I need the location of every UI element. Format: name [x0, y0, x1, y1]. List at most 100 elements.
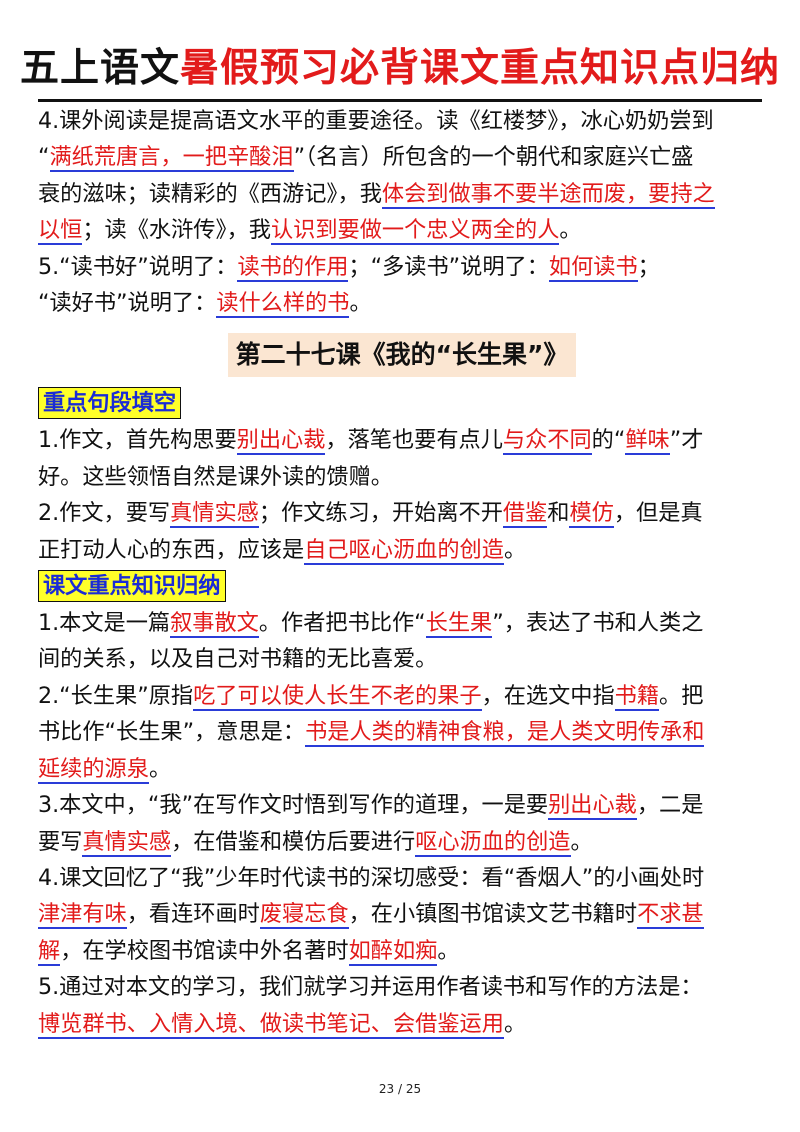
answer-highlight: 以恒: [38, 217, 83, 246]
section-tag: 课文重点知识归纳: [38, 570, 226, 603]
answer-highlight: 体会到做事不要半途而废，要持之: [381, 180, 715, 209]
text-line: 3.本文中，“我”在写作文时悟到写作的道理，一是要别出心裁，二是: [38, 787, 766, 823]
text-segment: 3.本文中，“我”在写作文时悟到写作的道理，一是要: [38, 792, 549, 819]
text-segment: ；“多读书”说明了：: [348, 253, 549, 280]
text-line: 津津有味，看连环画时废寝忘食，在小镇图书馆读文艺书籍时不求甚: [38, 896, 766, 932]
answer-highlight: 认识到要做一个忠义两全的人: [270, 217, 560, 246]
answer-highlight: 书是人类的精神食粮，是人类文明传承和: [305, 719, 705, 748]
answer-highlight: 延续的源泉: [38, 755, 149, 784]
lesson-heading: 第二十七课《我的“长生果”》: [38, 333, 766, 378]
text-segment: 4.课外阅读是提高语文水平的重要途径。读《红楼梦》，冰心奶奶尝到: [38, 108, 714, 134]
answer-highlight: 自己呕心沥血的创造: [304, 536, 504, 565]
text-line: 书比作“长生果”，意思是：书是人类的精神食粮，是人类文明传承和: [38, 714, 766, 750]
text-segment: 1.作文，首先构思要: [38, 427, 237, 454]
text-segment: 2.“长生果”原指: [38, 682, 194, 709]
answer-highlight: 如何读书: [548, 253, 638, 282]
answer-highlight: 叙事散文: [170, 610, 259, 639]
text-segment: 。: [503, 1010, 527, 1037]
text-line: 5.通过对本文的学习，我们就学习并运用作者读书和写作的方法是：: [38, 969, 766, 1005]
text-line: 延续的源泉。: [38, 751, 766, 787]
text-segment: 。: [503, 536, 527, 563]
page-number: 23 / 25: [378, 1082, 422, 1096]
section-tag-row: 重点句段填空: [38, 385, 766, 422]
text-segment: 。: [570, 828, 593, 855]
text-segment: 5.通过对本文的学习，我们就学习并运用作者读书和写作的方法是：: [38, 974, 703, 1001]
text-segment: ，落笔也要有点儿: [325, 427, 503, 454]
text-segment: ，在学校图书馆读中外名著时: [60, 937, 349, 964]
text-line: 衰的滋味；读精彩的《西游记》，我体会到做事不要半途而废，要持之: [38, 176, 766, 212]
text-line: 解，在学校图书馆读中外名著时如醉如痴。: [38, 933, 766, 969]
answer-highlight: 别出心裁: [236, 427, 326, 456]
answer-highlight: 津津有味: [38, 901, 127, 930]
answer-highlight: 借鉴: [502, 500, 548, 529]
page-title: 五上语文暑假预习必背课文重点知识点归纳: [0, 46, 800, 92]
text-segment: ，但是真: [613, 500, 703, 527]
text-segment: 。把: [659, 682, 704, 709]
text-line: 博览群书、入情入境、做读书笔记、会借鉴运用。: [38, 1006, 766, 1042]
text-line: 2.“长生果”原指吃了可以使人长生不老的果子，在选文中指书籍。把: [38, 678, 766, 714]
answer-highlight: 书籍: [614, 682, 660, 711]
text-line: 1.本文是一篇叙事散文。作者把书比作“长生果”，表达了书和人类之: [38, 605, 766, 641]
text-segment: 。: [559, 217, 582, 244]
lesson-title: 第二十七课《我的“长生果”》: [227, 333, 577, 378]
text-line: 4.课外阅读是提高语文水平的重要途径。读《红楼梦》，冰心奶奶尝到: [38, 103, 766, 139]
text-segment: 2.作文，要写: [38, 500, 171, 527]
section-tag: 重点句段填空: [38, 387, 182, 420]
text-line: 2.作文，要写真情实感；作文练习，开始离不开借鉴和模仿，但是真: [38, 495, 766, 531]
title-underline: [38, 99, 762, 102]
answer-highlight: 模仿: [569, 500, 614, 529]
answer-highlight: 别出心裁: [548, 792, 637, 821]
text-segment: 。: [148, 755, 172, 782]
section-tag-row: 课文重点知识归纳: [38, 568, 766, 605]
text-segment: ；作文练习，开始离不开: [258, 500, 503, 527]
answer-highlight: 吃了可以使人长生不老的果子: [193, 682, 482, 711]
text-segment: 1.本文是一篇: [38, 610, 171, 637]
answer-highlight: 读书的作用: [237, 253, 349, 282]
text-segment: 。: [349, 290, 372, 317]
text-line: 间的关系，以及自己对书籍的无比喜爱。: [38, 641, 766, 677]
text-line: 1.作文，首先构思要别出心裁，落笔也要有点儿与众不同的“鲜味”才: [38, 422, 766, 458]
answer-highlight: 满纸荒唐言，一把辛酸泪: [49, 144, 294, 173]
title-grade: 五上语文: [19, 46, 180, 91]
text-segment: 。作者把书比作“: [258, 610, 426, 637]
text-segment: 和: [547, 500, 570, 527]
answer-highlight: 如醉如痴: [348, 937, 438, 966]
text-segment: ”，表达了书和人类之: [492, 610, 704, 637]
text-line: “满纸荒唐言，一把辛酸泪”（名言）所包含的一个朝代和家庭兴亡盛: [38, 139, 766, 175]
text-segment: “: [38, 144, 50, 171]
text-line: 正打动人心的东西，应该是自己呕心沥血的创造。: [38, 532, 766, 568]
text-segment: ，在选文中指: [481, 682, 615, 709]
text-segment: 间的关系，以及自己对书籍的无比喜爱。: [38, 646, 438, 673]
text-segment: 正打动人心的东西，应该是: [38, 536, 305, 563]
text-line: 5.“读书好”说明了：读书的作用；“多读书”说明了：如何读书；: [38, 249, 766, 285]
answer-highlight: 鲜味: [625, 427, 670, 456]
text-segment: ”才: [669, 427, 704, 454]
text-segment: 5.“读书好”说明了：: [38, 253, 238, 280]
text-segment: ；: [637, 253, 660, 280]
answer-highlight: 真情实感: [82, 828, 172, 857]
text-segment: 4.课文回忆了“我”少年时代读书的深切感受：看“香烟人”的小画处时: [38, 864, 705, 891]
text-segment: “读好书”说明了：: [38, 290, 217, 317]
text-segment: ，看连环画时: [126, 901, 260, 928]
text-segment: 。: [437, 937, 460, 964]
answer-highlight: 呕心沥血的创造: [415, 828, 571, 857]
answer-highlight: 不求甚: [637, 901, 704, 930]
text-line: “读好书”说明了：读什么样的书。: [38, 285, 766, 321]
answer-highlight: 读什么样的书: [216, 290, 350, 319]
text-segment: ，二是: [636, 792, 704, 819]
answer-highlight: 与众不同: [502, 427, 592, 456]
document-body: 4.课外阅读是提高语文水平的重要途径。读《红楼梦》，冰心奶奶尝到 “满纸荒唐言，一…: [38, 103, 766, 1042]
text-segment: 衰的滋味；读精彩的《西游记》，我: [38, 180, 382, 207]
text-segment: ；读《水浒传》，我: [82, 217, 271, 244]
text-line: 4.课文回忆了“我”少年时代读书的深切感受：看“香烟人”的小画处时: [38, 860, 766, 896]
text-segment: ，在小镇图书馆读文艺书籍时: [348, 901, 638, 928]
answer-highlight: 真情实感: [170, 500, 259, 529]
text-segment: ”（名言）所包含的一个朝代和家庭兴亡盛: [293, 144, 694, 171]
answer-highlight: 博览群书、入情入境、做读书笔记、会借鉴运用: [38, 1010, 504, 1039]
text-segment: 要写: [38, 828, 83, 855]
text-line: 以恒；读《水浒传》，我认识到要做一个忠义两全的人。: [38, 212, 766, 248]
text-segment: 的“: [591, 427, 626, 454]
text-line: 好。这些领悟自然是课外读的馈赠。: [38, 459, 766, 495]
text-segment: ，在借鉴和模仿后要进行: [171, 828, 416, 855]
